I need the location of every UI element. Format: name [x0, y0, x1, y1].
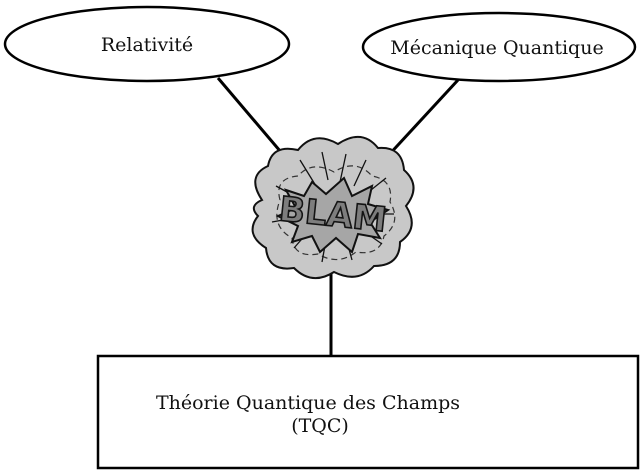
connector-mecanique-impact: [384, 78, 460, 160]
node-tqc: Théorie Quantique des Champs (TQC): [96, 354, 640, 470]
tqc-label-line2: (TQC): [291, 415, 349, 437]
tqc-label-line1: Théorie Quantique des Champs: [156, 392, 460, 414]
node-relativite: Relativité: [3, 5, 291, 83]
impact-cloud-inner: [276, 165, 396, 261]
connector-relativite-impact: [216, 77, 288, 159]
relativite-ellipse: [3, 5, 291, 83]
node-mecanique-quantique: Mécanique Quantique: [361, 11, 637, 83]
relativite-label: Relativité: [101, 34, 193, 56]
mecanique-quantique-ellipse: [361, 11, 637, 83]
node-impact: BLAM: [251, 136, 415, 279]
tqc-box: [96, 354, 640, 470]
mecanique-quantique-label: Mécanique Quantique: [390, 37, 603, 59]
impact-burst: [275, 176, 391, 254]
